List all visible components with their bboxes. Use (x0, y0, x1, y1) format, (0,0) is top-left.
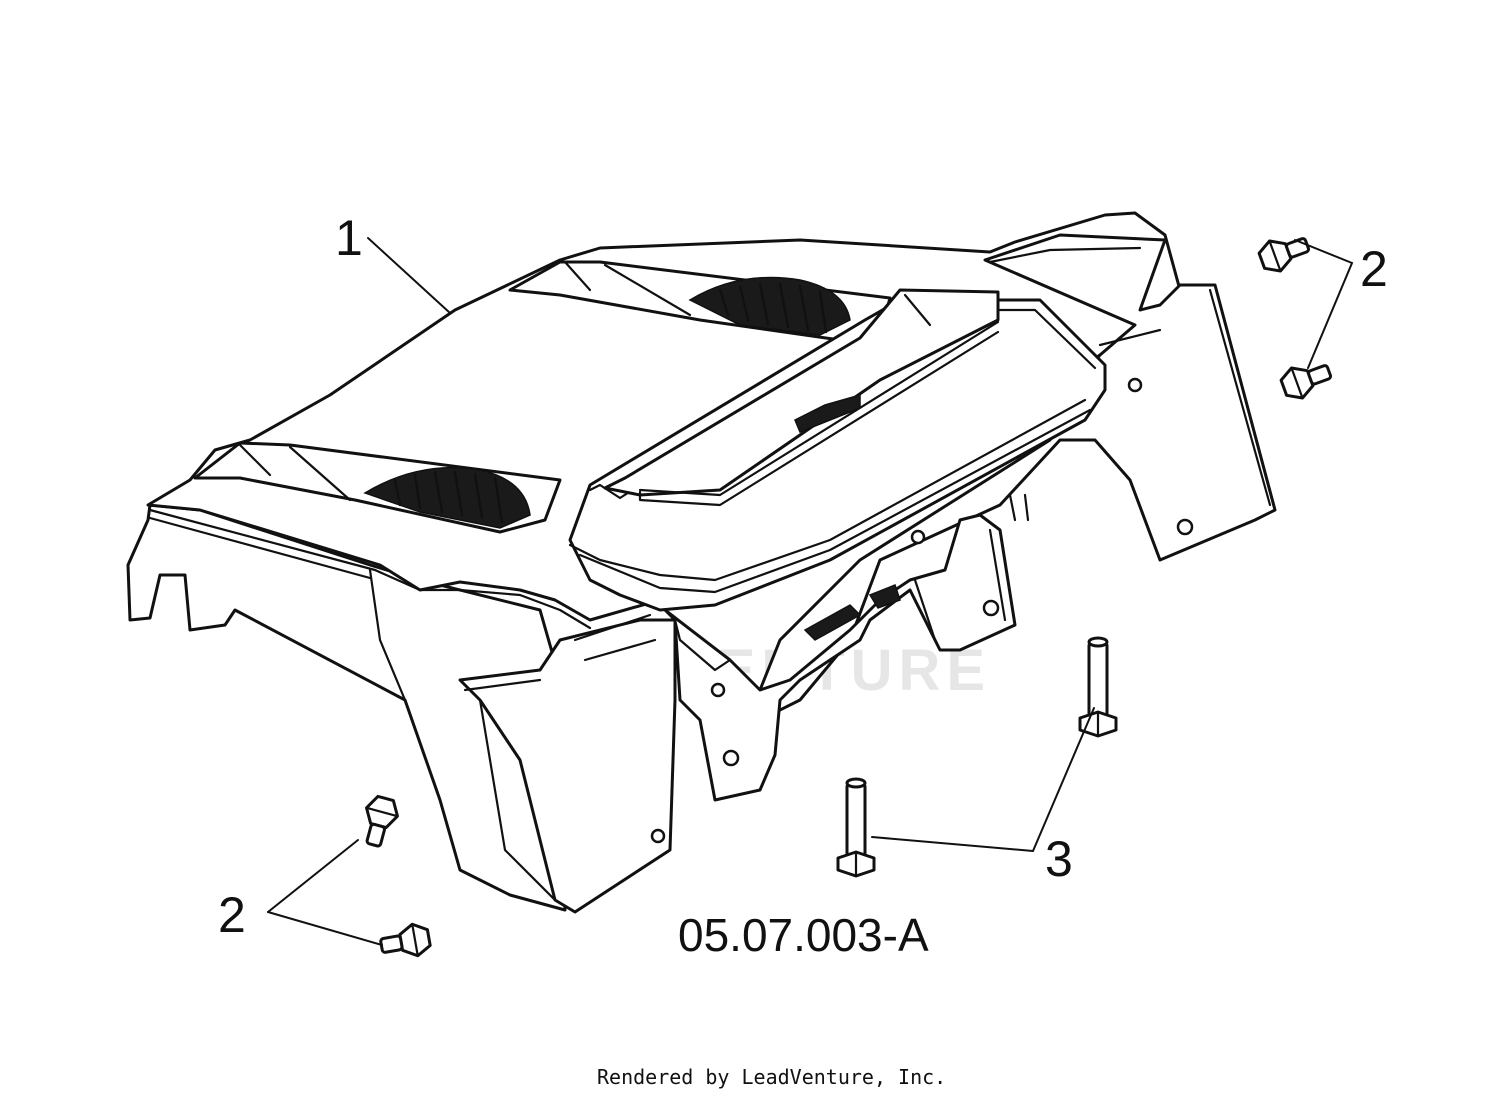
left-vent (193, 441, 562, 534)
bolt-upper-2 (1279, 364, 1332, 400)
pin-right (1078, 636, 1118, 738)
leader-lines (267, 237, 1354, 946)
callout-3: 3 (1045, 831, 1073, 887)
pin-left (836, 777, 876, 878)
lower-bracket (621, 493, 1030, 802)
bolt-upper-1 (1257, 237, 1310, 273)
credit-text: Rendered by LeadVenture, Inc. (597, 1065, 946, 1089)
left-mount-plate (458, 618, 677, 914)
callout-2-upper: 2 (1360, 241, 1388, 297)
bolt-lower-1 (365, 794, 399, 848)
diagram-code: 05.07.003-A (678, 909, 929, 961)
hood-assembly (126, 211, 1277, 914)
bolt-lower-2 (379, 922, 432, 958)
callout-1: 1 (335, 210, 363, 266)
hood-front-band (148, 508, 592, 630)
center-console (568, 288, 1107, 612)
hood-right-fender (758, 233, 1277, 722)
callout-2-lower: 2 (218, 887, 246, 943)
